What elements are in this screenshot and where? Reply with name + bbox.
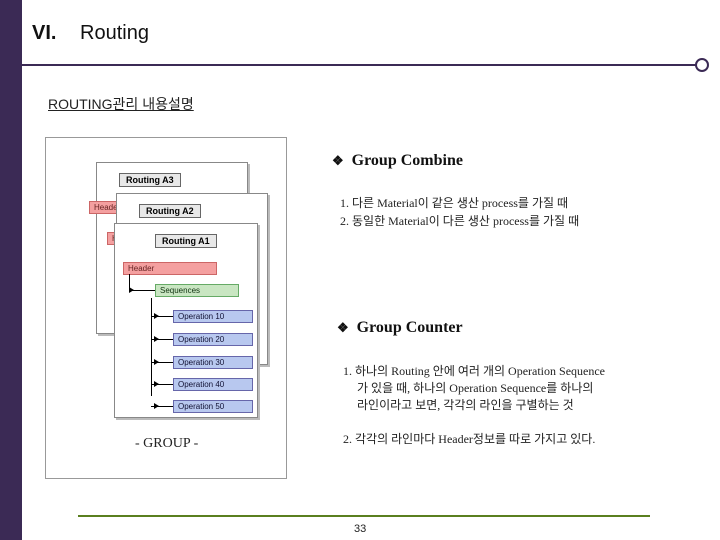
operation-label: Operation 40 — [173, 378, 253, 391]
tree-connector — [151, 384, 173, 385]
operation-label: Operation 50 — [173, 400, 253, 413]
operation-label: Operation 10 — [173, 310, 253, 323]
page-number: 33 — [354, 523, 367, 535]
group-combine-heading: ❖ Group Combine — [332, 152, 463, 170]
sequences-label: Sequences — [155, 284, 239, 297]
tree-connector — [151, 339, 173, 340]
tree-connector — [151, 362, 173, 363]
routing-card-a1: Routing A1 Header Sequences Operation 10… — [114, 223, 258, 418]
tree-connector — [129, 274, 130, 291]
header-label: Header — [123, 262, 217, 275]
tree-connector — [129, 290, 155, 291]
arrow-right-icon — [154, 381, 159, 387]
group-counter-item-cont: 라인이라고 보면, 각각의 라인을 구별하는 것 — [357, 398, 574, 412]
diamond-bullet-icon: ❖ — [337, 320, 349, 335]
routing-card-title: Routing A2 — [139, 204, 201, 218]
group-combine-title: Group Combine — [351, 152, 463, 169]
footer-divider — [78, 515, 650, 517]
group-combine-item: 1. 다른 Material이 같은 생산 process를 가질 때 — [340, 196, 569, 210]
group-counter-item: 2. 각각의 라인마다 Header정보를 따로 가지고 있다. — [343, 432, 596, 446]
operation-label: Operation 20 — [173, 333, 253, 346]
diamond-bullet-icon: ❖ — [332, 153, 344, 168]
figure-caption: - GROUP - — [135, 436, 199, 451]
arrow-right-icon — [154, 359, 159, 365]
group-counter-item: 1. 하나의 Routing 안에 여러 개의 Operation Sequen… — [343, 364, 605, 378]
tree-connector — [151, 298, 152, 396]
header-divider — [22, 64, 702, 66]
group-counter-item-cont: 가 있을 때, 하나의 Operation Sequence를 하나의 — [357, 381, 594, 395]
tree-connector — [151, 406, 173, 407]
arrow-right-icon — [154, 336, 159, 342]
header-divider-dot — [695, 58, 709, 72]
tree-connector — [151, 316, 173, 317]
arrow-right-icon — [129, 287, 134, 293]
section-number: VI. — [32, 22, 57, 44]
arrow-right-icon — [154, 313, 159, 319]
routing-card-title: Routing A1 — [155, 234, 217, 248]
page-subtitle: ROUTING관리 내용설명 — [48, 96, 194, 112]
arrow-right-icon — [154, 403, 159, 409]
routing-card-title: Routing A3 — [119, 173, 181, 187]
operation-label: Operation 30 — [173, 356, 253, 369]
group-combine-item: 2. 동일한 Material이 다른 생산 process를 가질 때 — [340, 214, 580, 228]
left-accent-bar — [0, 0, 22, 540]
group-counter-heading: ❖ Group Counter — [337, 319, 463, 337]
group-counter-title: Group Counter — [356, 319, 463, 336]
section-title: Routing — [80, 22, 149, 44]
routing-group-figure: Routing A3 Heade Routing A2 Heade Routin… — [45, 137, 287, 479]
